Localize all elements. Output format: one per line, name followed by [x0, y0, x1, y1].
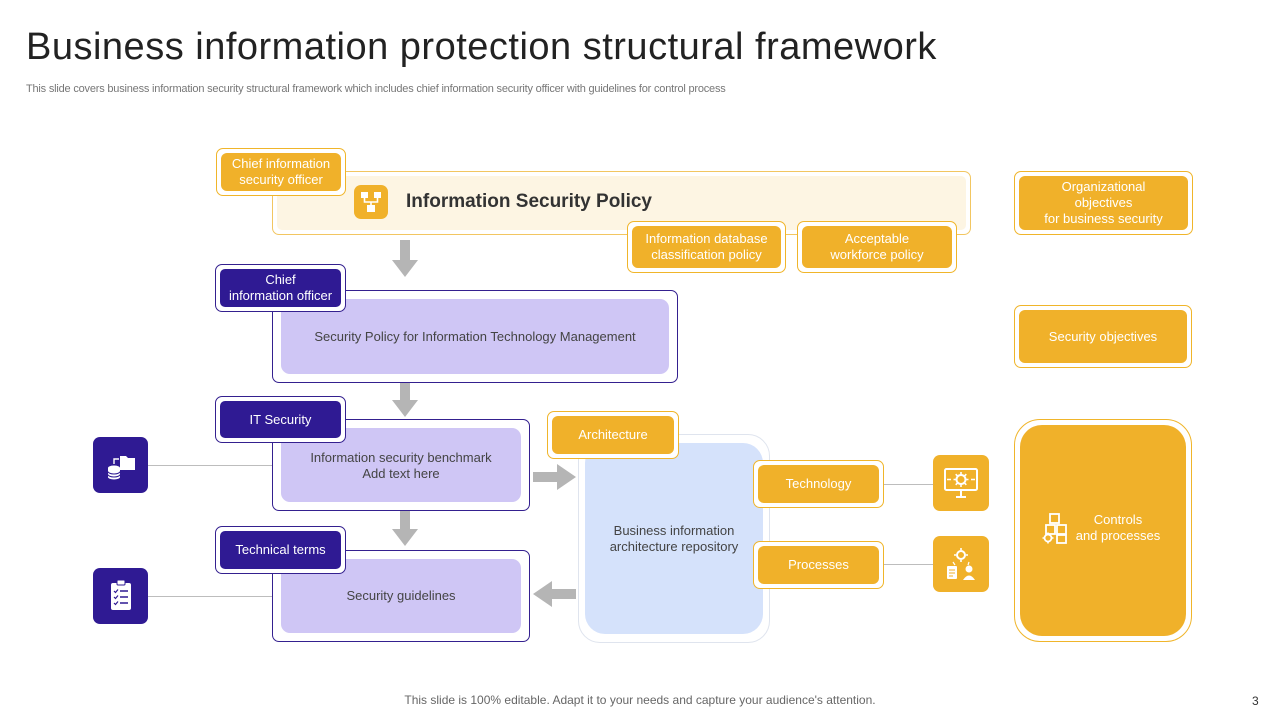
level-1-tag: Chief information officer	[215, 264, 346, 312]
down-arrow	[392, 511, 418, 546]
processes-label: Processes	[758, 546, 879, 584]
connector-line	[884, 484, 933, 485]
technology-tag: Technology	[753, 460, 884, 508]
level-3-tag-label: Technical terms	[220, 531, 341, 569]
repository-text: Business information architecture reposi…	[585, 443, 763, 634]
policy-subitem-2: Acceptable workforce policy	[797, 221, 957, 273]
blocks-gear-icon	[1041, 512, 1073, 549]
right-box-2: Security objectives	[1014, 305, 1192, 368]
right-box-2-label: Security objectives	[1019, 310, 1187, 363]
right-box-3	[1014, 419, 1192, 642]
level-3-card: Security guidelines	[272, 550, 530, 642]
policy-owner-tag: Chief information security officer	[216, 148, 346, 196]
database-folder-icon	[93, 437, 148, 493]
policy-subitem-label: Acceptable workforce policy	[802, 226, 952, 268]
level-2-tag-label: IT Security	[220, 401, 341, 438]
monitor-gear-icon	[933, 455, 989, 511]
policy-banner	[272, 171, 971, 235]
policy-subitem-label: Information database classification poli…	[632, 226, 781, 268]
right-arrow	[533, 464, 576, 490]
processes-tag: Processes	[753, 541, 884, 589]
level-1-tag-label: Chief information officer	[220, 269, 341, 307]
right-box-3-label: Controls and processes	[1075, 512, 1161, 543]
policy-owner-label: Chief information security officer	[221, 153, 341, 191]
down-arrow	[392, 382, 418, 417]
policy-title: Information Security Policy	[406, 191, 652, 212]
level-2-tag: IT Security	[215, 396, 346, 443]
architecture-tag: Architecture	[547, 411, 679, 459]
technology-label: Technology	[758, 465, 879, 503]
architecture-label: Architecture	[552, 416, 674, 454]
page-title: Business information protection structur…	[26, 26, 937, 68]
policy-subitem-1: Information database classification poli…	[627, 221, 786, 273]
page-number: 3	[1252, 694, 1259, 708]
connector-line	[884, 564, 933, 565]
right-box-1-label: Organizational objectives for business s…	[1019, 176, 1188, 230]
connector-line	[148, 465, 272, 466]
page-subtitle: This slide covers business information s…	[26, 83, 726, 95]
checklist-icon	[93, 568, 148, 624]
left-arrow	[533, 581, 576, 607]
down-arrow	[392, 240, 418, 277]
process-people-icon	[933, 536, 989, 592]
repository-card: Business information architecture reposi…	[578, 434, 770, 643]
footer-note: This slide is 100% editable. Adapt it to…	[404, 693, 876, 707]
level-1-text: Security Policy for Information Technolo…	[281, 299, 669, 374]
level-3-tag: Technical terms	[215, 526, 346, 574]
level-1-card: Security Policy for Information Technolo…	[272, 290, 678, 383]
connector-line	[148, 596, 272, 597]
network-icon	[354, 185, 388, 219]
right-box-1: Organizational objectives for business s…	[1014, 171, 1193, 235]
